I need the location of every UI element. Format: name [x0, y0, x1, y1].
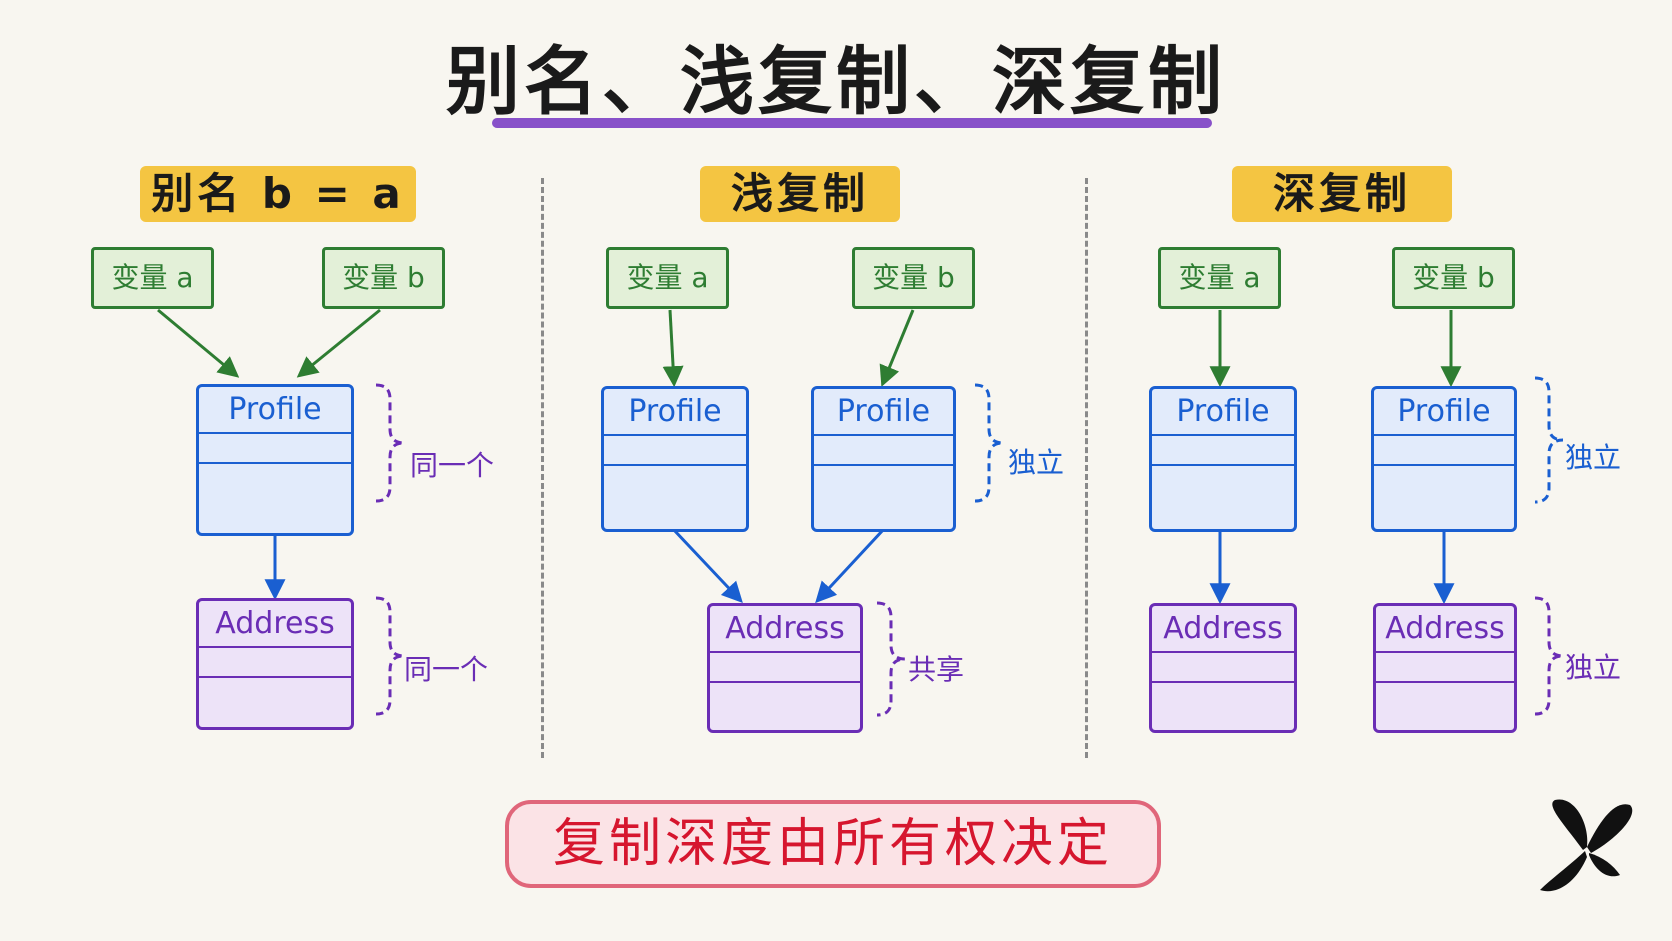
deep-variable-a: 变量 a	[1158, 247, 1281, 309]
profile-pointer-field	[814, 436, 953, 466]
brace-shallow-address	[876, 601, 906, 717]
shallow-section-title: 浅复制	[700, 166, 900, 222]
deep-address-b-object: Address	[1373, 603, 1517, 733]
arrow-shallow-b-profile	[879, 309, 915, 387]
brace-alias-address	[375, 596, 405, 716]
alias-address-title: Address	[199, 601, 351, 648]
deep-section-title: 深复制	[1232, 166, 1452, 222]
deep-address-b-title: Address	[1376, 606, 1514, 653]
arrow-alias-b-profile	[296, 308, 381, 378]
alias-variable-a: 变量 a	[91, 247, 214, 309]
profile-pointer-field	[604, 436, 746, 466]
arrow-shallow-a-profile	[662, 309, 684, 388]
section-divider-1	[541, 178, 544, 758]
alias-section-title: 别名 b = a	[140, 166, 416, 222]
title-underline	[492, 118, 1212, 128]
alias-variable-b: 变量 b	[322, 247, 445, 309]
brace-deep-profile	[1534, 376, 1564, 504]
shallow-profile-b-object: Profile	[811, 386, 956, 532]
shallow-address-title: Address	[710, 606, 860, 653]
deep-address-a-title: Address	[1152, 606, 1294, 653]
alias-profile-label: 同一个	[410, 449, 495, 482]
arrow-alias-a-profile	[157, 308, 240, 378]
shallow-profile-label: 独立	[1008, 446, 1065, 479]
deep-address-a-object: Address	[1149, 603, 1297, 733]
brace-alias-profile	[375, 383, 405, 503]
deep-address-label: 独立	[1565, 651, 1622, 684]
address-field	[1376, 653, 1514, 683]
page-title: 别名、浅复制、深复制	[446, 39, 1226, 125]
shallow-variable-b: 变量 b	[852, 247, 975, 309]
deep-variable-b: 变量 b	[1392, 247, 1515, 309]
address-field	[199, 648, 351, 678]
deep-profile-label: 独立	[1565, 441, 1622, 474]
deep-profile-b-title: Profile	[1374, 389, 1514, 436]
alias-profile-object: Profile	[196, 384, 354, 536]
profile-pointer-field	[199, 434, 351, 464]
section-divider-2	[1085, 178, 1088, 758]
shallow-profile-b-title: Profile	[814, 389, 953, 436]
conclusion-text: 复制深度由所有权决定	[552, 814, 1113, 874]
shallow-variable-a: 变量 a	[606, 247, 729, 309]
address-field	[1152, 653, 1294, 683]
shallow-address-object: Address	[707, 603, 863, 733]
profile-pointer-field	[1374, 436, 1514, 466]
brace-deep-address	[1534, 596, 1564, 716]
shallow-profile-a-title: Profile	[604, 389, 746, 436]
alias-address-label: 同一个	[404, 653, 489, 686]
deep-profile-a-object: Profile	[1149, 386, 1297, 532]
deep-profile-b-object: Profile	[1371, 386, 1517, 532]
address-field	[710, 653, 860, 683]
brace-shallow-profile	[974, 383, 1004, 503]
profile-pointer-field	[1152, 436, 1294, 466]
shallow-address-label: 共享	[908, 653, 965, 686]
shallow-profile-a-object: Profile	[601, 386, 749, 532]
butterfly-icon	[1540, 799, 1633, 892]
deep-profile-a-title: Profile	[1152, 389, 1294, 436]
alias-profile-title: Profile	[199, 387, 351, 434]
alias-address-object: Address	[196, 598, 354, 730]
conclusion-box: 复制深度由所有权决定	[505, 800, 1161, 888]
